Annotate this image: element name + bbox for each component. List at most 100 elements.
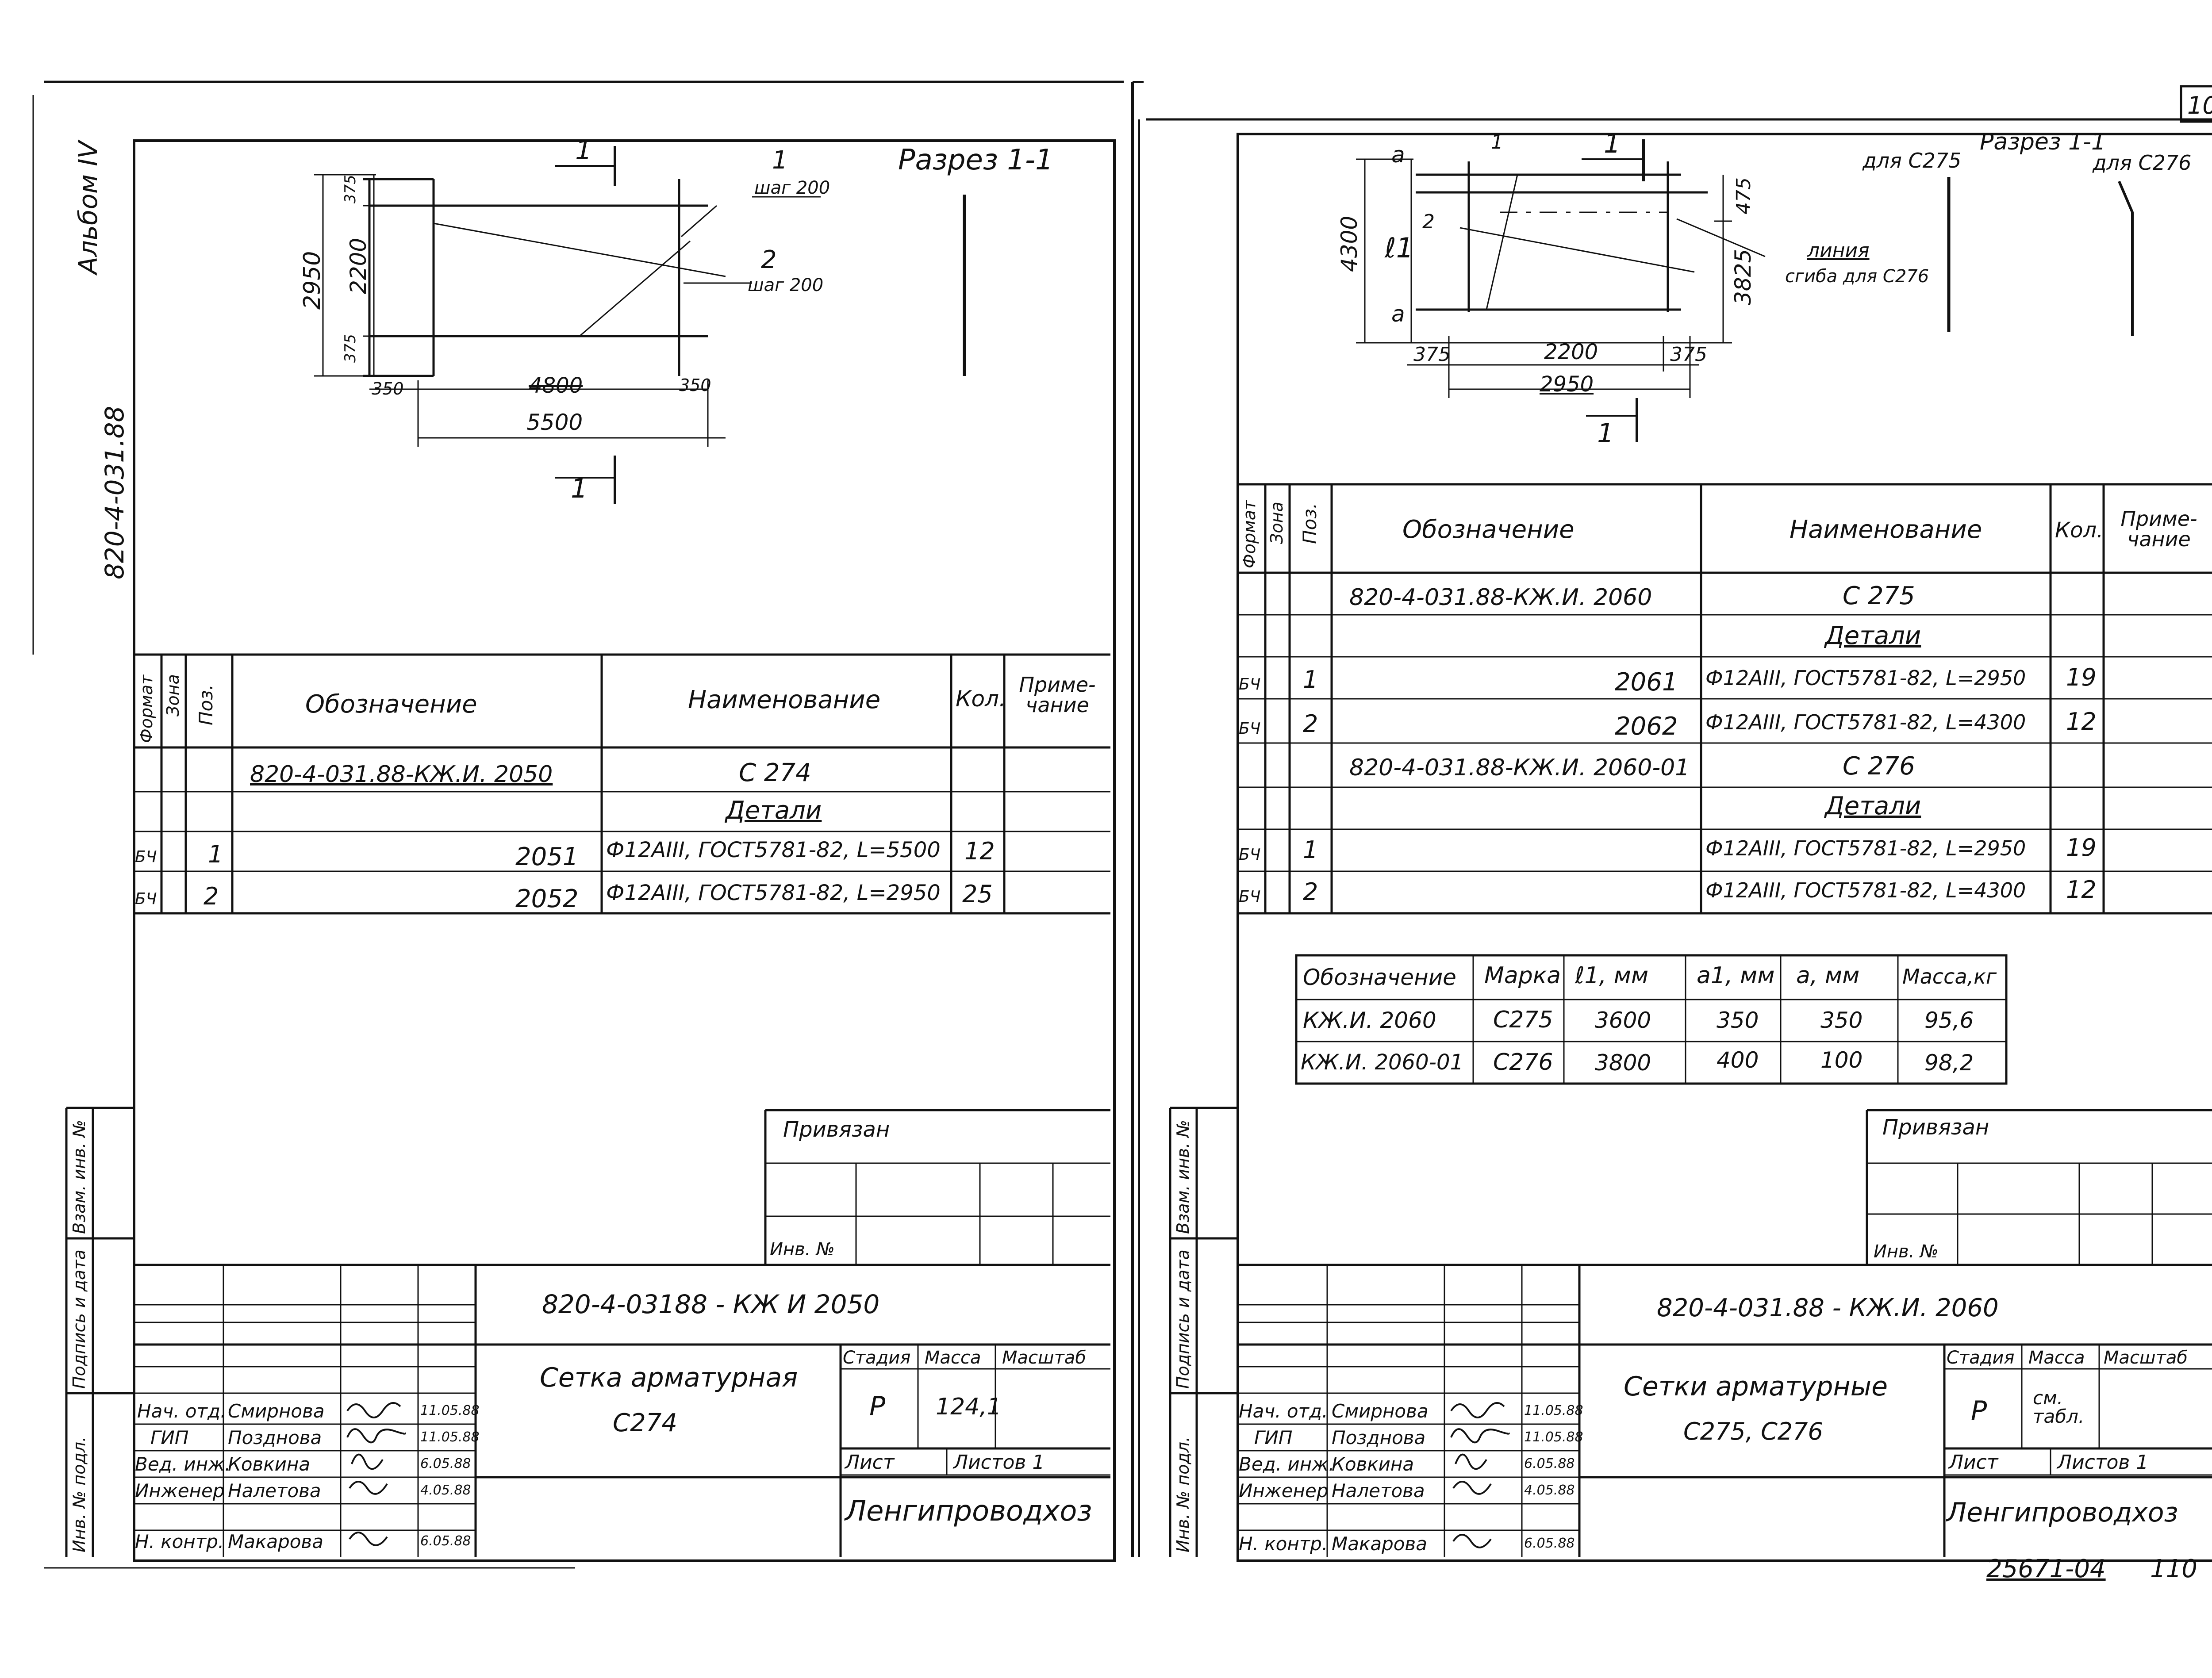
right-section-title: Разрез 1-1 xyxy=(1980,129,2106,155)
right-row3-name: Ф12АIII, ГОСТ5781-82, L=2950 xyxy=(1705,666,2026,690)
left-col-note: Приме-чание xyxy=(1019,673,1096,717)
right-tb-code: 820-4-031.88 - КЖ.И. 2060 xyxy=(1657,1294,1999,1322)
mark-r2-designation: КЖ.И. 2060-01 xyxy=(1301,1050,1464,1075)
left-tb-name-4: Налетова xyxy=(228,1480,321,1502)
right-inv-no: Инв. № xyxy=(1874,1241,1939,1262)
right-pos1: 1 xyxy=(1491,131,1503,153)
right-tb-name-2: Позднова xyxy=(1332,1427,1426,1448)
right-tb-date-5: 6.05.88 xyxy=(1524,1536,1575,1551)
right-tb-name-3: Ковкина xyxy=(1332,1453,1414,1475)
right-dim-2950: 2950 xyxy=(1540,372,1594,397)
left-row4-format: БЧ xyxy=(135,890,157,908)
left-row4-qty: 25 xyxy=(962,880,993,908)
mark-r1-l1: 3600 xyxy=(1595,1008,1651,1033)
mark-r1-a1: 350 xyxy=(1717,1008,1759,1033)
left-tb-role-2: ГИП xyxy=(150,1427,189,1448)
right-row4-name: Ф12АIII, ГОСТ5781-82, L=4300 xyxy=(1705,710,2026,734)
mark-h-l1: ℓ1, мм xyxy=(1575,962,1649,989)
mark-r1-designation: КЖ.И. 2060 xyxy=(1303,1008,1436,1033)
right-tb-stage: Р xyxy=(1971,1395,1987,1426)
left-tb-mass: 124,1 xyxy=(936,1394,1002,1420)
left-row2-name: Детали xyxy=(726,796,822,825)
left-tb-date-2: 11.05.88 xyxy=(420,1429,480,1445)
right-tb-date-3: 6.05.88 xyxy=(1524,1456,1575,1471)
left-dim-4800: 4800 xyxy=(529,373,583,398)
left-col-qty: Кол. xyxy=(956,686,1006,712)
right-tb-role-4: Инженер xyxy=(1239,1480,1329,1502)
right-tb-date-4: 4.05.88 xyxy=(1524,1483,1575,1498)
left-pos1-step: шаг 200 xyxy=(754,178,830,198)
left-row3-format: БЧ xyxy=(135,848,157,866)
right-section-mark-top: 1 xyxy=(1604,128,1621,159)
left-row4-name: Ф12АIII, ГОСТ5781-82, L=2950 xyxy=(606,881,941,905)
left-row3-qty: 12 xyxy=(964,837,995,865)
mark-r1-mass: 95,6 xyxy=(1924,1008,1974,1033)
left-inv-no: Инв. № xyxy=(770,1239,835,1260)
mark-h-mark: Марка xyxy=(1484,962,1561,989)
right-col-note: Приме-чание xyxy=(2120,507,2197,551)
left-tb-mass-h: Масса xyxy=(925,1348,981,1368)
mark-r2-mass: 98,2 xyxy=(1924,1050,1974,1076)
left-tb-date-1: 11.05.88 xyxy=(420,1403,480,1418)
right-tb-date-1: 11.05.88 xyxy=(1524,1403,1583,1418)
right-row8-format: БЧ xyxy=(1239,888,1261,906)
right-row4-pos: 2 xyxy=(1303,710,1318,738)
left-tb-scale-h: Масштаб xyxy=(1002,1348,1087,1368)
left-section-title: Разрез 1-1 xyxy=(898,144,1053,176)
mark-r1-mark: С275 xyxy=(1493,1007,1553,1033)
left-tb-mark: С274 xyxy=(613,1409,677,1437)
right-row3-qty: 19 xyxy=(2066,663,2097,691)
left-row3-pos: 1 xyxy=(208,840,223,868)
right-tb-stage-h: Стадия xyxy=(1947,1348,2015,1368)
right-row2-name: Детали xyxy=(1825,621,1921,650)
left-tb-code: 820-4-03188 - КЖ И 2050 xyxy=(542,1289,880,1319)
left-tb-sheet-h: Лист xyxy=(845,1451,895,1474)
right-tb-role-2: ГИП xyxy=(1254,1427,1293,1448)
right-dim-2200: 2200 xyxy=(1544,340,1598,364)
right-row5-name: С 276 xyxy=(1843,752,1915,781)
right-row8-pos: 2 xyxy=(1303,878,1318,906)
mark-h-a: a, мм xyxy=(1796,962,1860,989)
right-tb-scale-h: Масштаб xyxy=(2104,1348,2188,1368)
right-dim-375-right: 375 xyxy=(1670,343,1707,366)
left-tb-stage: Р xyxy=(869,1391,886,1422)
left-pos2-step: шаг 200 xyxy=(748,275,824,295)
right-dim-a-top: a xyxy=(1391,142,1405,168)
left-tb-name-1: Смирнова xyxy=(228,1400,325,1422)
right-tb-mass-h: Масса xyxy=(2028,1348,2085,1368)
left-tb-name-3: Ковкина xyxy=(228,1453,311,1475)
mark-r1-a: 350 xyxy=(1820,1008,1863,1033)
right-dim-l1: ℓ1 xyxy=(1385,232,1414,264)
right-tb-name-5: Макарова xyxy=(1332,1533,1427,1555)
right-col-name: Наименование xyxy=(1790,515,1982,544)
right-for-c276: для С276 xyxy=(2093,151,2192,175)
right-row7-name: Ф12АIII, ГОСТ5781-82, L=2950 xyxy=(1705,836,2026,860)
left-pos1-label: 1 xyxy=(772,146,788,175)
right-tb-sheet-h: Лист xyxy=(1949,1451,1998,1474)
left-row4-pos: 2 xyxy=(204,882,219,910)
mark-h-a1: a1, мм xyxy=(1697,962,1775,989)
right-tb-name-4: Налетова xyxy=(1332,1480,1425,1502)
left-row1-name: С 274 xyxy=(739,759,811,787)
right-dim-375-left: 375 xyxy=(1413,343,1451,366)
right-tb-role-3: Вед. инж. xyxy=(1239,1453,1335,1475)
right-row4-qty: 12 xyxy=(2066,708,2097,736)
left-tb-date-4: 4.05.88 xyxy=(420,1483,471,1498)
right-section-mark-bottom: 1 xyxy=(1597,418,1614,449)
right-row7-format: БЧ xyxy=(1239,846,1261,864)
mark-r2-a1: 400 xyxy=(1717,1047,1759,1073)
right-row3-pos: 1 xyxy=(1303,666,1318,693)
left-row1-designation: 820-4-031.88-КЖ.И. 2050 xyxy=(250,761,553,788)
left-dim-5500: 5500 xyxy=(526,410,583,435)
left-dim-350-left: 350 xyxy=(372,379,404,398)
right-tb-mark: С275, С276 xyxy=(1683,1417,1823,1445)
left-tb-stage-h: Стадия xyxy=(843,1348,911,1368)
right-row8-qty: 12 xyxy=(2066,876,2097,904)
right-privyazan-label: Привязан xyxy=(1882,1115,1989,1140)
right-tb-role-1: Нач. отд. xyxy=(1239,1400,1328,1422)
right-row1-name: С 275 xyxy=(1843,582,1915,610)
left-tb-title: Сетка арматурная xyxy=(540,1362,798,1393)
